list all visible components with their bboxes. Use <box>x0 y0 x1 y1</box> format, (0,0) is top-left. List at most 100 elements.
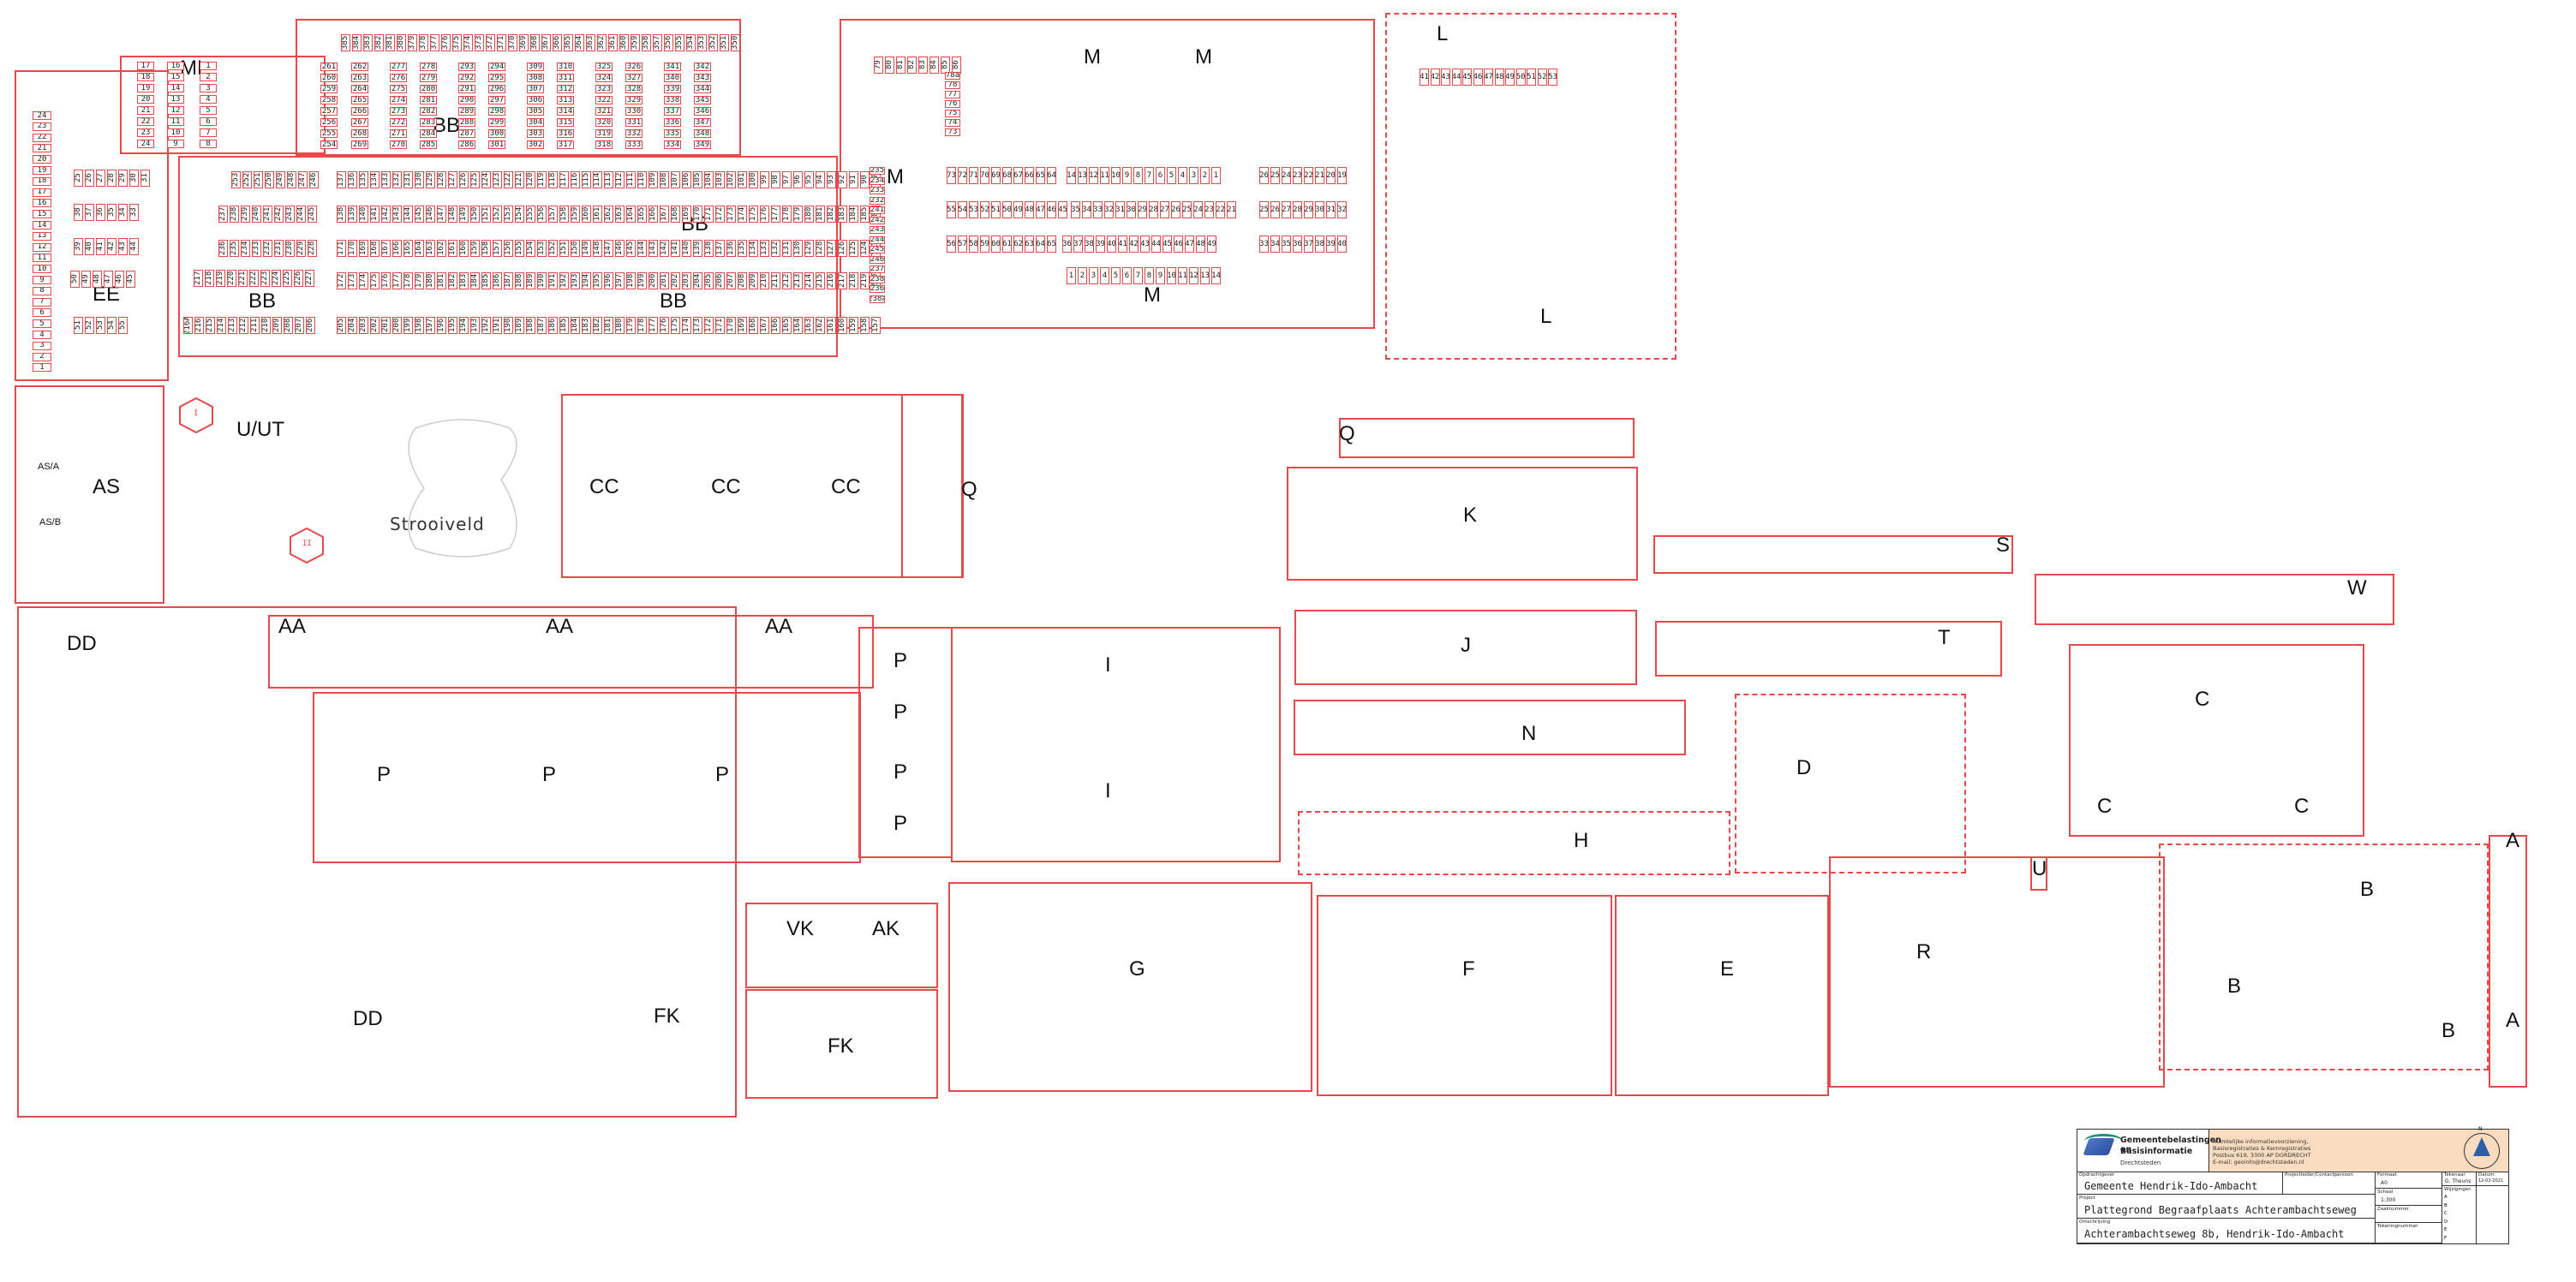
grave-plot[interactable]: 236 <box>218 240 228 257</box>
grave-plot[interactable]: 31 <box>1326 201 1336 218</box>
grave-plot[interactable]: 173 <box>348 272 357 289</box>
grave-plot[interactable]: 1 <box>1067 267 1076 284</box>
grave-plot[interactable]: 369 <box>519 34 529 51</box>
grave-plot[interactable]: 203 <box>359 317 368 334</box>
grave-plot[interactable]: 259 <box>320 85 338 93</box>
grave-plot[interactable]: 30 <box>129 170 139 187</box>
grave-plot[interactable]: 353 <box>697 34 707 51</box>
grave-plot[interactable]: 186 <box>548 317 558 334</box>
section-cc-boundary[interactable] <box>561 394 964 578</box>
grave-plot[interactable]: 99 <box>760 171 769 188</box>
grave-plot[interactable]: 18 <box>137 73 154 81</box>
grave-plot[interactable]: 29 <box>118 170 128 187</box>
grave-plot[interactable]: 246 <box>870 255 885 264</box>
grave-plot[interactable]: 193 <box>470 317 480 334</box>
grave-plot[interactable]: 55 <box>947 201 956 218</box>
grave-plot[interactable]: 8 <box>200 140 217 148</box>
grave-plot[interactable]: 166 <box>648 206 658 223</box>
grave-plot[interactable]: 326 <box>625 63 643 71</box>
grave-plot[interactable]: 140 <box>682 240 691 257</box>
grave-plot[interactable]: 226 <box>294 270 303 287</box>
grave-plot[interactable]: 128 <box>816 240 825 257</box>
grave-plot[interactable]: 74 <box>945 119 960 127</box>
grave-plot[interactable]: 292 <box>458 74 475 82</box>
grave-plot[interactable]: 176 <box>660 317 669 334</box>
grave-plot[interactable]: 264 <box>351 85 368 93</box>
grave-plot[interactable]: 136 <box>348 171 357 188</box>
grave-plot[interactable]: 168 <box>749 317 758 334</box>
grave-plot[interactable]: 375 <box>452 34 462 51</box>
grave-plot[interactable]: 323 <box>595 85 613 93</box>
grave-plot[interactable]: 152 <box>493 206 502 223</box>
grave-plot[interactable]: 180 <box>615 317 625 334</box>
section-bb-top-boundary[interactable] <box>296 19 741 156</box>
grave-plot[interactable]: 241 <box>870 206 885 214</box>
grave-plot[interactable]: 313 <box>557 96 574 104</box>
grave-plot[interactable]: 204 <box>693 272 702 289</box>
grave-plot[interactable]: 102 <box>726 171 736 188</box>
grave-plot[interactable]: 172 <box>704 317 714 334</box>
grave-plot[interactable]: 40 <box>85 238 94 255</box>
grave-plot[interactable]: 13 <box>167 95 184 104</box>
grave-plot[interactable]: 177 <box>392 272 402 289</box>
grave-plot[interactable]: 179 <box>793 206 803 223</box>
grave-plot[interactable]: 82 <box>907 57 917 74</box>
grave-plot[interactable]: 202 <box>370 317 380 334</box>
grave-plot[interactable]: 127 <box>448 171 457 188</box>
grave-plot[interactable]: 2 <box>1078 267 1087 284</box>
grave-plot[interactable]: 239 <box>241 206 250 223</box>
grave-plot[interactable]: 174 <box>359 272 368 289</box>
grave-plot[interactable]: 197 <box>615 272 625 289</box>
grave-plot[interactable]: 181 <box>816 206 825 223</box>
grave-plot[interactable]: 235 <box>230 240 239 257</box>
grave-plot[interactable]: 176 <box>760 206 769 223</box>
grave-plot[interactable]: 35 <box>1282 236 1291 253</box>
grave-plot[interactable]: 191 <box>493 317 502 334</box>
grave-plot[interactable]: 218 <box>849 272 858 289</box>
grave-plot[interactable]: 48 <box>93 271 102 288</box>
grave-plot[interactable]: 365 <box>564 34 573 51</box>
grave-plot[interactable]: 349 <box>694 140 711 149</box>
grave-plot[interactable]: 233 <box>252 240 261 257</box>
grave-plot[interactable]: 6 <box>33 308 51 318</box>
grave-plot[interactable]: 69 <box>991 167 1001 184</box>
grave-plot[interactable]: 73 <box>947 167 956 184</box>
section-i-boundary[interactable] <box>951 627 1281 862</box>
grave-plot[interactable]: 183 <box>459 272 469 289</box>
grave-plot[interactable]: 23 <box>1204 201 1214 218</box>
grave-plot[interactable]: 20 <box>1326 167 1336 184</box>
grave-plot[interactable]: 218 <box>205 270 214 287</box>
grave-plot[interactable]: 299 <box>488 118 505 127</box>
grave-plot[interactable]: 214 <box>217 317 226 334</box>
grave-plot[interactable]: 3 <box>1089 267 1098 284</box>
grave-plot[interactable]: 22 <box>1304 167 1313 184</box>
grave-plot[interactable]: 30 <box>1127 201 1136 218</box>
grave-plot[interactable]: 309 <box>527 63 544 71</box>
grave-plot[interactable]: 209 <box>749 272 758 289</box>
grave-plot[interactable]: 212 <box>239 317 248 334</box>
grave-plot[interactable]: 54 <box>958 201 967 218</box>
grave-plot[interactable]: 164 <box>626 206 636 223</box>
grave-plot[interactable]: 171 <box>715 317 725 334</box>
section-l-boundary[interactable] <box>1385 13 1676 360</box>
grave-plot[interactable]: 338 <box>664 96 681 104</box>
grave-plot[interactable]: 248 <box>287 171 296 188</box>
grave-plot[interactable]: 303 <box>527 129 544 138</box>
grave-plot[interactable]: 219 <box>860 272 870 289</box>
grave-plot[interactable]: 98 <box>771 171 780 188</box>
grave-plot[interactable]: 37 <box>85 204 94 221</box>
grave-plot[interactable]: 197 <box>426 317 435 334</box>
grave-plot[interactable]: 19 <box>33 166 51 175</box>
grave-plot[interactable]: 68 <box>1002 167 1012 184</box>
grave-plot[interactable]: 76 <box>945 100 960 108</box>
section-h-boundary[interactable] <box>1298 811 1730 875</box>
grave-plot[interactable]: 79 <box>874 57 883 74</box>
grave-plot[interactable]: 234 <box>870 176 885 185</box>
grave-plot[interactable]: 93 <box>827 171 836 188</box>
grave-plot[interactable]: 34 <box>1082 201 1091 218</box>
grave-plot[interactable]: 41 <box>1118 236 1127 253</box>
grave-plot[interactable]: 50 <box>70 271 80 288</box>
grave-plot[interactable]: 221 <box>238 270 248 287</box>
grave-plot[interactable]: 341 <box>664 63 681 71</box>
grave-plot[interactable]: 247 <box>298 171 308 188</box>
